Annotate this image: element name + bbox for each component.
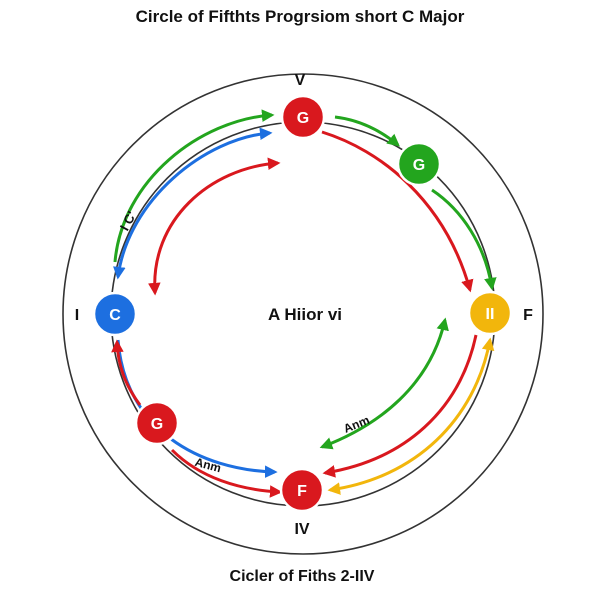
node-left-label: C bbox=[109, 307, 121, 324]
node-bottom-circle bbox=[279, 467, 325, 513]
arrow-green-top-to-upper-right bbox=[334, 115, 400, 147]
position-label-right: F bbox=[523, 307, 533, 324]
arrow-red-lower-left-to-left bbox=[111, 339, 142, 406]
diagram-title: Circle of Fifthts Progrsiom short C Majo… bbox=[136, 7, 465, 26]
node-bottom: F bbox=[279, 467, 325, 513]
node-left: C bbox=[92, 291, 138, 337]
outer-ring bbox=[62, 73, 544, 555]
position-label-top: V bbox=[295, 72, 306, 89]
node-top-label: G bbox=[297, 110, 309, 127]
node-top: G bbox=[280, 94, 326, 140]
node-right: II bbox=[467, 290, 513, 336]
node-lower-left-label: G bbox=[151, 416, 163, 433]
node-right-label: II bbox=[486, 306, 495, 323]
arrow-red-top-to-right bbox=[321, 130, 474, 293]
node-top-circle bbox=[280, 94, 326, 140]
arrow-blue-left-to-bottom bbox=[116, 339, 278, 479]
node-upper-right: G bbox=[396, 141, 442, 187]
node-upper-right-circle bbox=[396, 141, 442, 187]
node-lower-left-circle bbox=[134, 400, 180, 446]
arrow-red-right-to-bottom bbox=[322, 334, 478, 478]
position-label-left: I bbox=[75, 307, 79, 324]
node-left-circle bbox=[92, 291, 138, 337]
arrow-yellow-right-bottom bbox=[327, 337, 495, 495]
arrow-green-upper-right-to-right bbox=[431, 188, 497, 291]
arrow-green-right-to-bottom bbox=[319, 317, 449, 450]
arrow-red-inner-top bbox=[148, 157, 281, 296]
center-label: A Hiior vi bbox=[268, 305, 342, 324]
arrow-label-lower-left: Anm bbox=[193, 455, 222, 475]
diagram-subtitle: Cicler of Fiths 2-IIV bbox=[230, 568, 375, 585]
arrow-blue-left-top bbox=[113, 127, 273, 280]
node-lower-left: G bbox=[134, 400, 180, 446]
node-upper-right-label: G bbox=[413, 157, 425, 174]
node-bottom-label: F bbox=[297, 483, 307, 500]
arrow-red-lower-left-to-bottom bbox=[170, 448, 283, 498]
position-label-bottom: IV bbox=[294, 521, 309, 538]
node-right-circle bbox=[467, 290, 513, 336]
